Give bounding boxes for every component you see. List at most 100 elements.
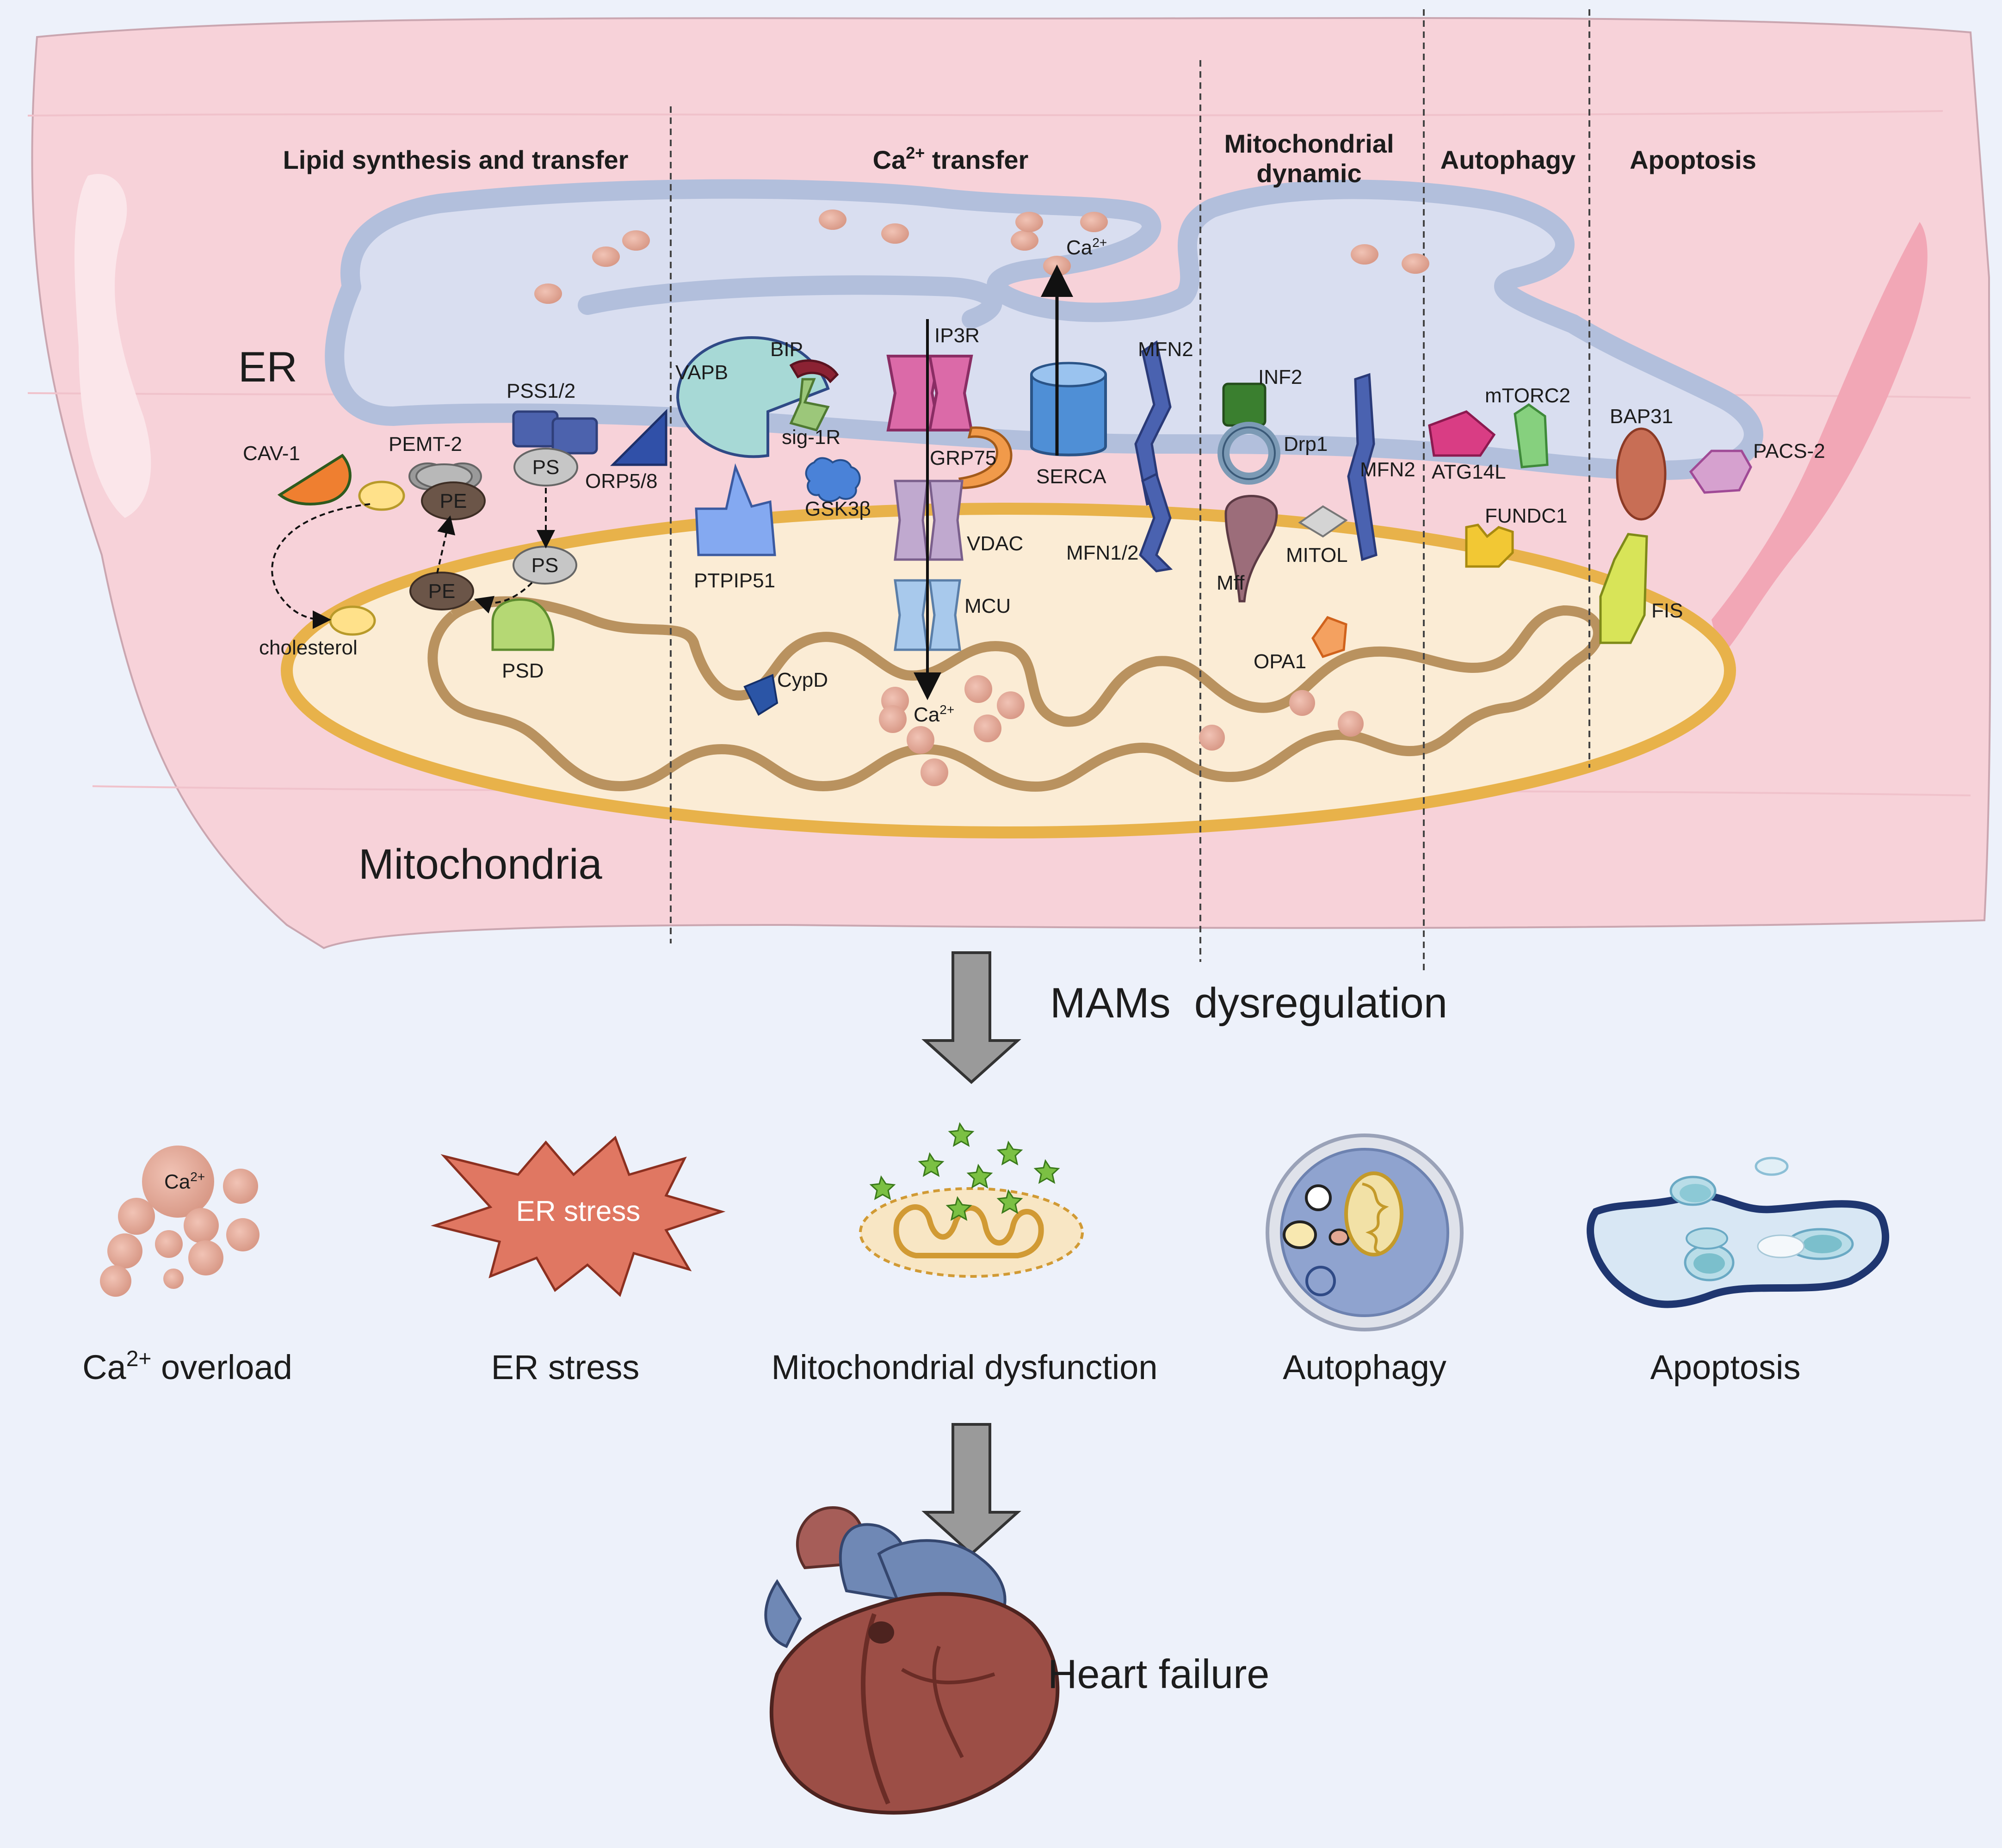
pacs2-shape [1689,450,1752,494]
mfn2-dyn-shape [1347,373,1378,561]
mfn12-shape [1139,472,1173,573]
grp75-shape [958,426,1013,489]
er-stress-burst [431,1135,726,1297]
pacs2-label: PACS-2 [1753,440,1825,462]
opa1-shape [1311,616,1347,659]
mitochondrion-outer [281,503,1736,838]
cav1-shape [277,454,352,505]
bap31-shape [1616,427,1667,521]
mtorc2-label: mTORC2 [1485,384,1570,407]
mito-dysfunction-caption: Mitochondrial dysfunction [772,1348,1158,1386]
serca-top [1030,362,1107,388]
cell-highlight-left [74,174,151,518]
cypd-label: CypD [777,669,828,691]
er-fold [578,275,1002,329]
sig1r-shape [789,378,830,431]
down-arrow-1 [921,951,1021,1084]
bip-shape [789,359,839,383]
apoptosis-icon [1587,1157,1890,1308]
bip-label: BIP [770,338,803,361]
lipid-droplet-1 [358,480,405,511]
header-ca-transfer: Ca2+ transfer [873,143,1029,174]
vdac-shape [894,480,964,561]
inf2-label: INF2 [1258,366,1302,388]
cholesterol-droplet [329,605,376,636]
psd-label: PSD [502,659,544,682]
serca-label: SERCA [1036,465,1106,488]
mcu-label: MCU [964,595,1011,617]
heart-failure-label: Heart failure [1048,1651,1269,1697]
mitol-shape [1298,505,1348,538]
pemt2-label: PEMT-2 [389,433,462,456]
ptpip51-shape [695,463,776,556]
atg14l-label: ATG14L [1432,461,1506,483]
inf2-shape [1222,382,1267,427]
mtorc2-shape [1514,403,1549,468]
down-arrow-2 [921,1423,1021,1556]
header-autophagy: Autophagy [1440,145,1576,174]
mfn12-label: MFN1/2 [1066,542,1138,564]
pss-shape [512,410,598,455]
er-stress-caption: ER stress [491,1348,640,1386]
section-dividers [670,9,1590,971]
mito-dysfunction-icon [859,1187,1084,1278]
cholesterol-label: cholesterol [259,636,358,659]
mff-label: Mff [1217,572,1245,594]
sig1r-label: sig-1R [782,426,840,449]
fis-label: FIS [1651,599,1683,622]
orp-label: ORP5/8 [585,470,658,493]
drp1-core [1222,426,1276,480]
cell-highlight-right [1712,222,1928,657]
ps-upper-label: PS [532,456,560,479]
ros-stars [869,1122,1060,1221]
heart-icon [764,1506,1060,1815]
ps-upper [513,448,578,487]
cypd-shape [743,674,779,716]
mfn2-label: MFN2 [1138,338,1193,361]
er-ca-label: Ca2+ [1066,235,1107,259]
mitol-label: MITOL [1286,544,1348,567]
psd-shape [491,598,555,651]
header-lipid-synthesis: Lipid synthesis and transfer [283,145,629,174]
fundc1-label: FUNDC1 [1485,505,1567,527]
ip3r-label: IP3R [934,324,980,347]
ca-overload-caption: Ca2+ overload [82,1347,292,1386]
fis-shape [1599,533,1648,644]
fundc1-shape [1465,524,1514,568]
er-label: ER [238,344,297,391]
opa1-label: OPA1 [1254,650,1306,673]
pe-lower [409,572,474,610]
lipid-arrows [271,488,555,629]
mams-dysregulation-label: MAMs dysregulation [1050,979,1447,1027]
atg14l-shape [1428,410,1496,457]
mito-ca-label: Ca2+ [914,702,954,726]
mitochondria-label: Mitochondria [358,841,603,888]
autophagy-icon [1266,1133,1464,1331]
orp-shape [610,408,667,466]
drp1-label: Drp1 [1284,433,1328,456]
gsk3b-label: GSK3β [805,498,871,520]
vapb-label: VAPB [675,361,728,384]
ptpip51-label: PTPIP51 [694,569,775,592]
vapb-shape [676,336,830,458]
cav1-label: CAV-1 [243,442,300,465]
autophagy-caption: Autophagy [1283,1348,1446,1386]
ca-overload-icon [100,1146,260,1297]
cristae [427,596,1603,792]
vdac-label: VDAC [967,532,1023,555]
bap31-label: BAP31 [1610,405,1673,428]
grp75-label: GRP75 [930,447,996,469]
ip3r-shape [886,355,973,431]
ps-lower-label: PS [531,554,559,577]
pss-label: PSS1/2 [507,380,575,402]
er-stress-icon-label: ER stress [516,1195,641,1227]
gsk3b-shape [805,457,861,502]
header-apoptosis: Apoptosis [1630,145,1756,174]
mff-shape [1224,495,1278,603]
mfn2-dyn-label: MFN2 [1360,458,1415,481]
ca-icon-label: Ca2+ [164,1170,205,1193]
apoptosis-caption: Apoptosis [1650,1348,1801,1386]
pe-lower-label: PE [428,580,456,603]
